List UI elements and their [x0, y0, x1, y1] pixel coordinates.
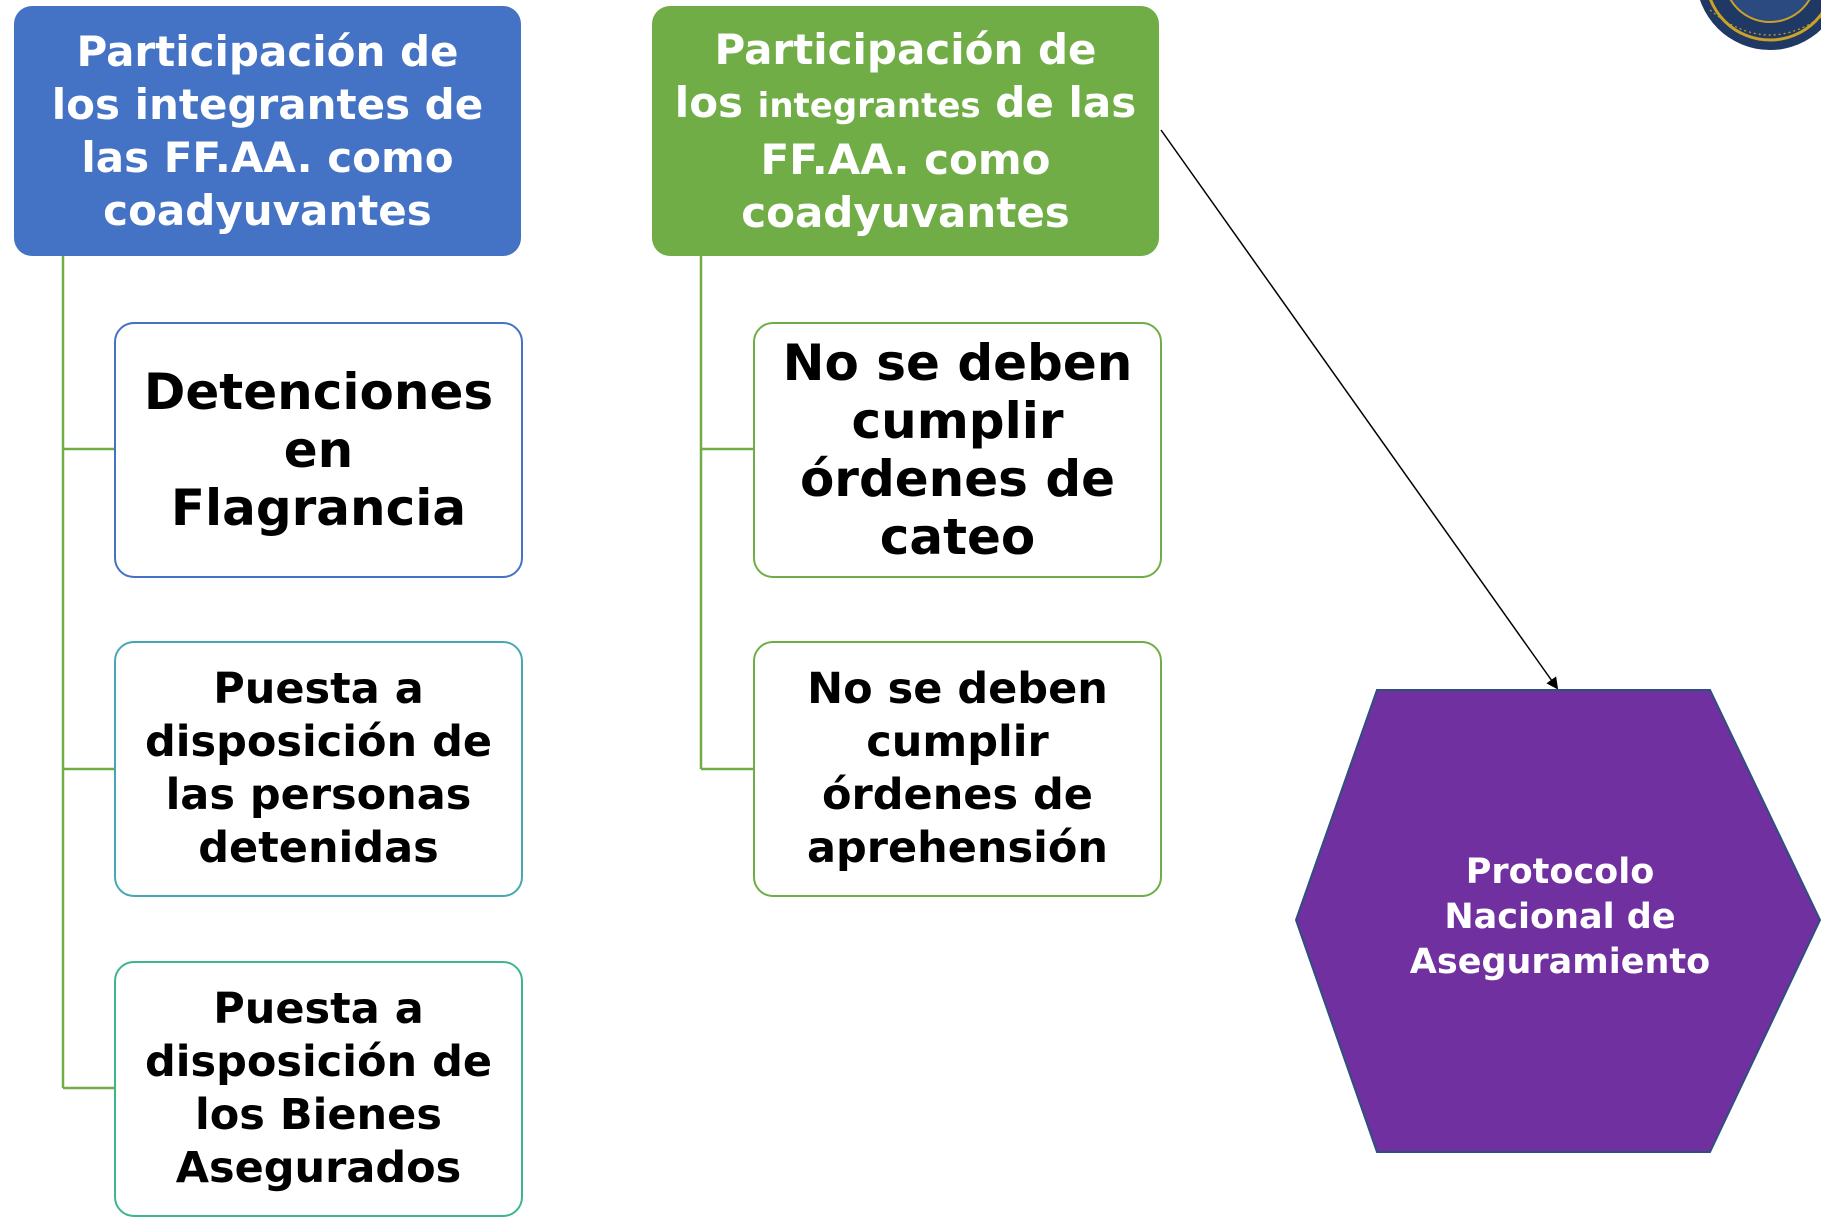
box-line: Puesta a	[213, 984, 424, 1034]
box-line: cateo	[879, 508, 1036, 566]
right-header-line-1: Participación de	[714, 25, 1097, 74]
right-header-line-2a: los	[674, 78, 744, 127]
puesta-bienes-box: Puesta a disposición de los Bienes Asegu…	[114, 961, 523, 1217]
protocol-line-1: Protocolo	[1465, 852, 1655, 892]
box-line: Puesta a	[213, 664, 424, 714]
box-line: los Bienes	[195, 1090, 442, 1140]
puesta-personas-box: Puesta a disposición de las personas det…	[114, 641, 523, 897]
box-line: órdenes de	[822, 770, 1093, 820]
box-line: Flagrancia	[170, 479, 467, 537]
box-line: cumplir	[866, 717, 1049, 767]
left-header-box: Participación de los integrantes de las …	[14, 6, 521, 256]
box-line: cumplir	[851, 392, 1064, 450]
box-line: Detenciones	[143, 363, 494, 421]
right-connector-line	[699, 256, 753, 771]
left-header-line-4: coadyuvantes	[103, 186, 432, 235]
box-line: detenidas	[198, 823, 439, 873]
box-line: No se deben	[782, 334, 1133, 392]
box-line: órdenes de	[799, 450, 1116, 508]
box-line: disposición de	[144, 1037, 493, 1087]
right-header-line-3: FF.AA. como	[760, 135, 1051, 184]
left-header-line-3: las FF.AA. como	[81, 133, 454, 182]
protocol-line-3: Aseguramiento	[1409, 942, 1711, 982]
right-header-line-4: coadyuvantes	[741, 188, 1070, 237]
detenciones-flagrancia-box: Detenciones en Flagrancia	[114, 322, 523, 578]
arrow-icon	[1160, 129, 1559, 690]
ordenes-cateo-box: No se deben cumplir órdenes de cateo	[753, 322, 1162, 578]
box-line: las personas	[165, 770, 472, 820]
protocol-line-2: Nacional de	[1444, 897, 1676, 937]
box-line: Asegurados	[175, 1143, 462, 1193]
protocol-label: Protocolo Nacional de Aseguramiento	[1360, 850, 1760, 985]
box-line: aprehensión	[806, 823, 1109, 873]
box-line: en	[283, 421, 354, 479]
left-header-line-2: los integrantes de	[51, 80, 484, 129]
seal-emblem-icon	[1700, 0, 1821, 50]
protocol-hexagon	[1294, 689, 1821, 1153]
box-line: disposición de	[144, 717, 493, 767]
right-header-line-2: los integrantes de las	[675, 76, 1136, 133]
left-header-line-1: Participación de	[76, 27, 459, 76]
right-header-line-2c: de las	[995, 78, 1137, 127]
ordenes-aprehension-box: No se deben cumplir órdenes de aprehensi…	[753, 641, 1162, 897]
right-header-box: Participación de los integrantes de las …	[652, 6, 1159, 256]
box-line: No se deben	[807, 664, 1108, 714]
right-header-line-2b: integrantes	[757, 86, 981, 126]
left-connector-line	[61, 256, 114, 1090]
